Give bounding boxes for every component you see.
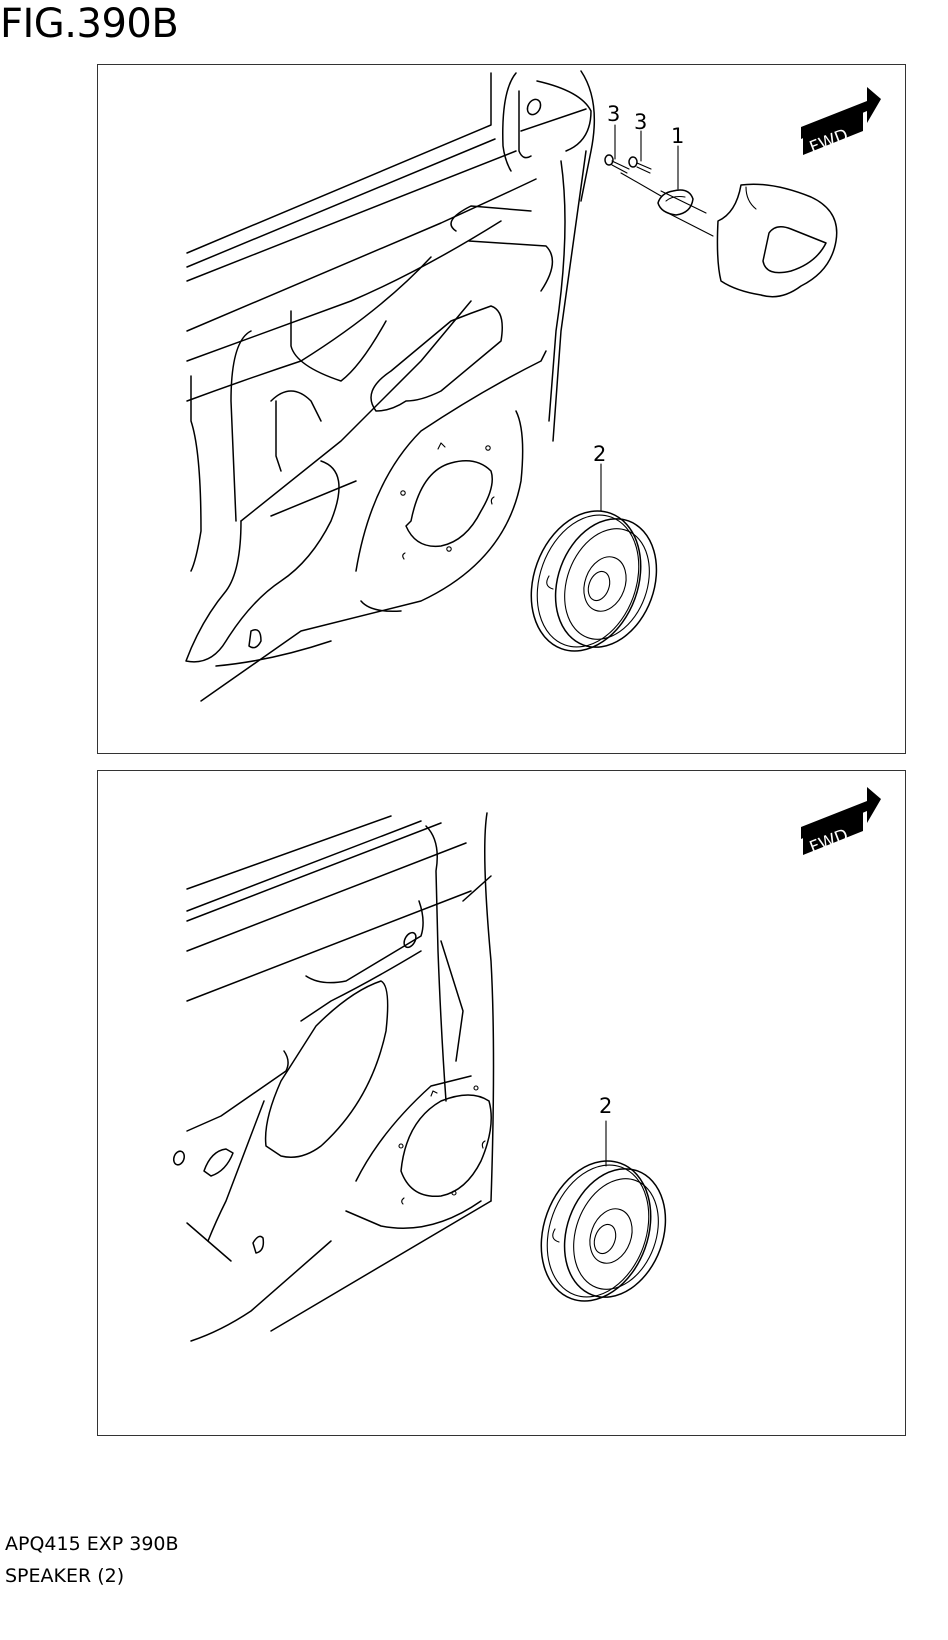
speaker-part-bottom	[540, 1160, 667, 1302]
figure-name: SPEAKER (2)	[5, 1565, 125, 1587]
speaker-part-top	[530, 510, 658, 652]
figure-code: APQ415 EXP 390B	[5, 1533, 179, 1555]
diagram-panel-front-door: FWD 3 3 1 2	[97, 64, 906, 754]
fwd-arrow-icon: FWD	[801, 787, 881, 858]
svg-text:3: 3	[607, 102, 620, 126]
front-door-drawing: FWD 3 3 1 2	[185, 70, 881, 702]
fwd-arrow-icon: FWD	[801, 87, 881, 158]
diagram-panel-rear-door: FWD 2	[97, 770, 906, 1436]
svg-text:3: 3	[634, 110, 647, 134]
svg-text:1: 1	[671, 124, 684, 148]
figure-title: FIG.390B	[0, 1, 179, 47]
svg-text:2: 2	[599, 1094, 612, 1118]
svg-text:2: 2	[593, 442, 606, 466]
rear-door-drawing: FWD 2	[172, 787, 881, 1342]
